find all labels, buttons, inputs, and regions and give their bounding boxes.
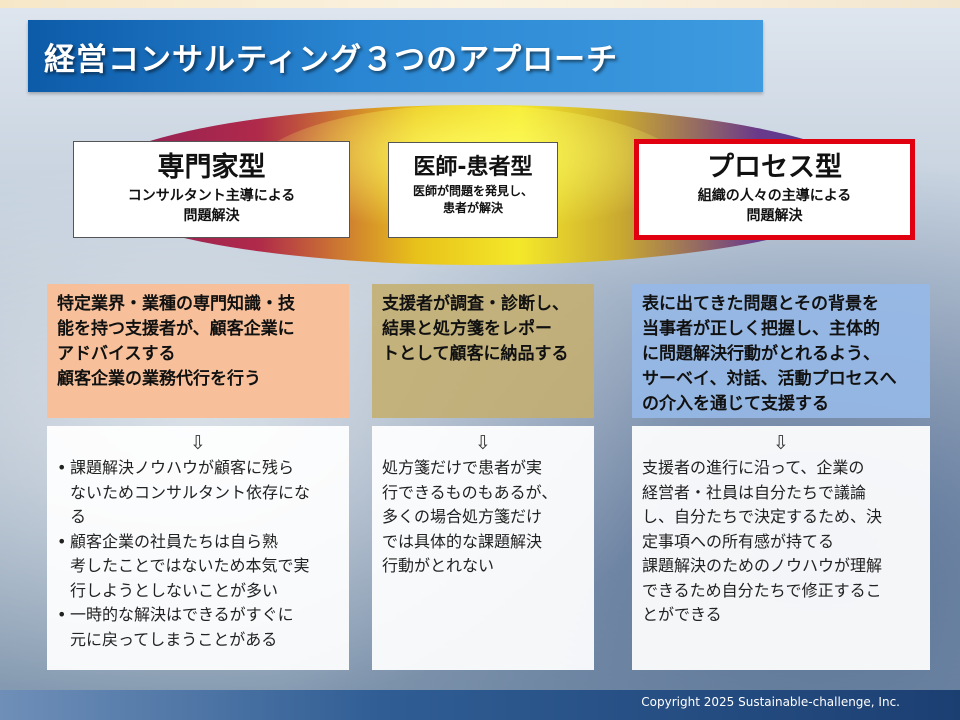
bullet-line: 元に戻ってしまうことがある (70, 629, 278, 649)
bullet-line: 一時的な解決はできるがすぐに (70, 605, 294, 624)
description-line: アドバイスする (57, 344, 176, 364)
down-arrow-icon: ⇩ (475, 432, 491, 454)
result-line: 支援者の進行に沿って、企業の (642, 458, 865, 477)
result-line: 行動がとれない (382, 556, 495, 575)
approach-subtitle-line: 患者が解決 (442, 201, 503, 215)
approach-subtitle-line: 問題解決 (746, 208, 803, 224)
copyright-text: Copyright 2025 Sustainable-challenge, In… (641, 695, 900, 709)
result-line: 定事項への所有感が持てる (642, 531, 835, 551)
description-line: 結果と処方箋をレポー (382, 319, 552, 339)
result-line: 経営者・社員は自分たちで議論 (642, 482, 867, 502)
result-line: し、自分たちで決定するため、決 (642, 507, 883, 526)
list-item: • 顧客企業の社員たちは自ら熟 考したことではないため本気で実 行しようとしない… (57, 530, 339, 604)
result-line: できるため自分たちで修正するこ (642, 580, 882, 600)
list-item: • 一時的な解決はできるがすぐに 元に戻ってしまうことがある (57, 603, 339, 652)
approach-name: 専門家型 (157, 152, 266, 183)
description-line: 表に出てきた問題とその背景を (642, 294, 879, 314)
approach-subtitle-line: 問題解決 (183, 208, 240, 224)
result-panel-doctor-patient: ⇩ 処方箋だけで患者が実 行できるものもあるが、 多くの場合処方箋だけ では具体… (372, 426, 594, 670)
footer-bar (0, 690, 960, 720)
bullet-line: 課題解決ノウハウが顧客に残ら (70, 458, 295, 477)
approach-subtitle-line: 医師が問題を発見し、 (412, 184, 533, 198)
description-panel-process: 表に出てきた問題とその背景を 当事者が正しく把握し、主体的 に問題解決行動がとれ… (632, 284, 930, 418)
bullet-list: • 課題解決ノウハウが顧客に残ら ないためコンサルタント依存にな る • 顧客企… (57, 456, 339, 652)
result-line: 課題解決のためのノウハウが理解 (642, 556, 883, 575)
description-panel-doctor-patient: 支援者が調査・診断し、 結果と処方箋をレポー トとして顧客に納品する (372, 284, 594, 418)
approach-name: プロセス型 (707, 152, 842, 183)
down-arrow-icon: ⇩ (773, 432, 789, 454)
description-line: サーベイ、対話、活動プロセスへ (642, 369, 897, 389)
approach-box-doctor-patient: 医師-患者型 医師が問題を発見し、 患者が解決 (388, 142, 558, 238)
slide-title: 経営コンサルティング３つのアプローチ (44, 42, 619, 78)
approach-subtitle-line: 組織の人々の主導による (697, 188, 852, 204)
result-line: 行できるものもあるが、 (382, 482, 558, 502)
approach-name: 医師-患者型 (413, 155, 533, 180)
bullet-icon: • (57, 531, 67, 551)
down-arrow-icon: ⇩ (190, 432, 206, 454)
description-line: 支援者が調査・診断し、 (382, 294, 569, 314)
description-panel-expert: 特定業界・業種の専門知識・技 能を持つ支援者が、顧客企業に アドバイスする 顧客… (47, 284, 349, 418)
result-panel-expert: ⇩ • 課題解決ノウハウが顧客に残ら ないためコンサルタント依存にな る • 顧… (47, 426, 349, 670)
description-line: 当事者が正しく把握し、主体的 (642, 319, 880, 339)
result-line: 多くの場合処方箋だけ (382, 507, 543, 526)
top-strip (0, 0, 960, 8)
list-item: • 課題解決ノウハウが顧客に残ら ないためコンサルタント依存にな る (57, 456, 339, 530)
result-line: とができる (642, 605, 722, 624)
description-line: 特定業界・業種の専門知識・技 (57, 294, 295, 314)
description-line: 顧客企業の業務代行を行う (57, 369, 261, 389)
bullet-line: 行しようとしないことが多い (70, 580, 279, 600)
bullet-line: ないためコンサルタント依存にな (70, 482, 311, 502)
title-bar (28, 20, 763, 92)
bullet-icon: • (57, 605, 67, 624)
approach-box-process: プロセス型 組織の人々の主導による 問題解決 (634, 139, 915, 240)
result-line: 処方箋だけで患者が実 (382, 458, 543, 477)
bullet-line: 顧客企業の社員たちは自ら熟 (70, 531, 279, 551)
bullet-line: 考したことではないため本気で実 (70, 556, 310, 575)
description-line: 能を持つ支援者が、顧客企業に (57, 319, 295, 339)
result-panel-process: ⇩ 支援者の進行に沿って、企業の 経営者・社員は自分たちで議論 し、自分たちで決… (632, 426, 930, 670)
description-line: トとして顧客に納品する (382, 344, 569, 364)
description-line: の介入を通じて支援する (642, 394, 829, 414)
bullet-line: る (70, 507, 87, 526)
bullet-icon: • (57, 458, 67, 477)
approach-subtitle-line: コンサルタント主導による (127, 188, 296, 204)
result-line: では具体的な課題解決 (382, 531, 543, 551)
description-line: に問題解決行動がとれるよう、 (642, 344, 880, 364)
approach-box-expert: 専門家型 コンサルタント主導による 問題解決 (73, 141, 350, 238)
